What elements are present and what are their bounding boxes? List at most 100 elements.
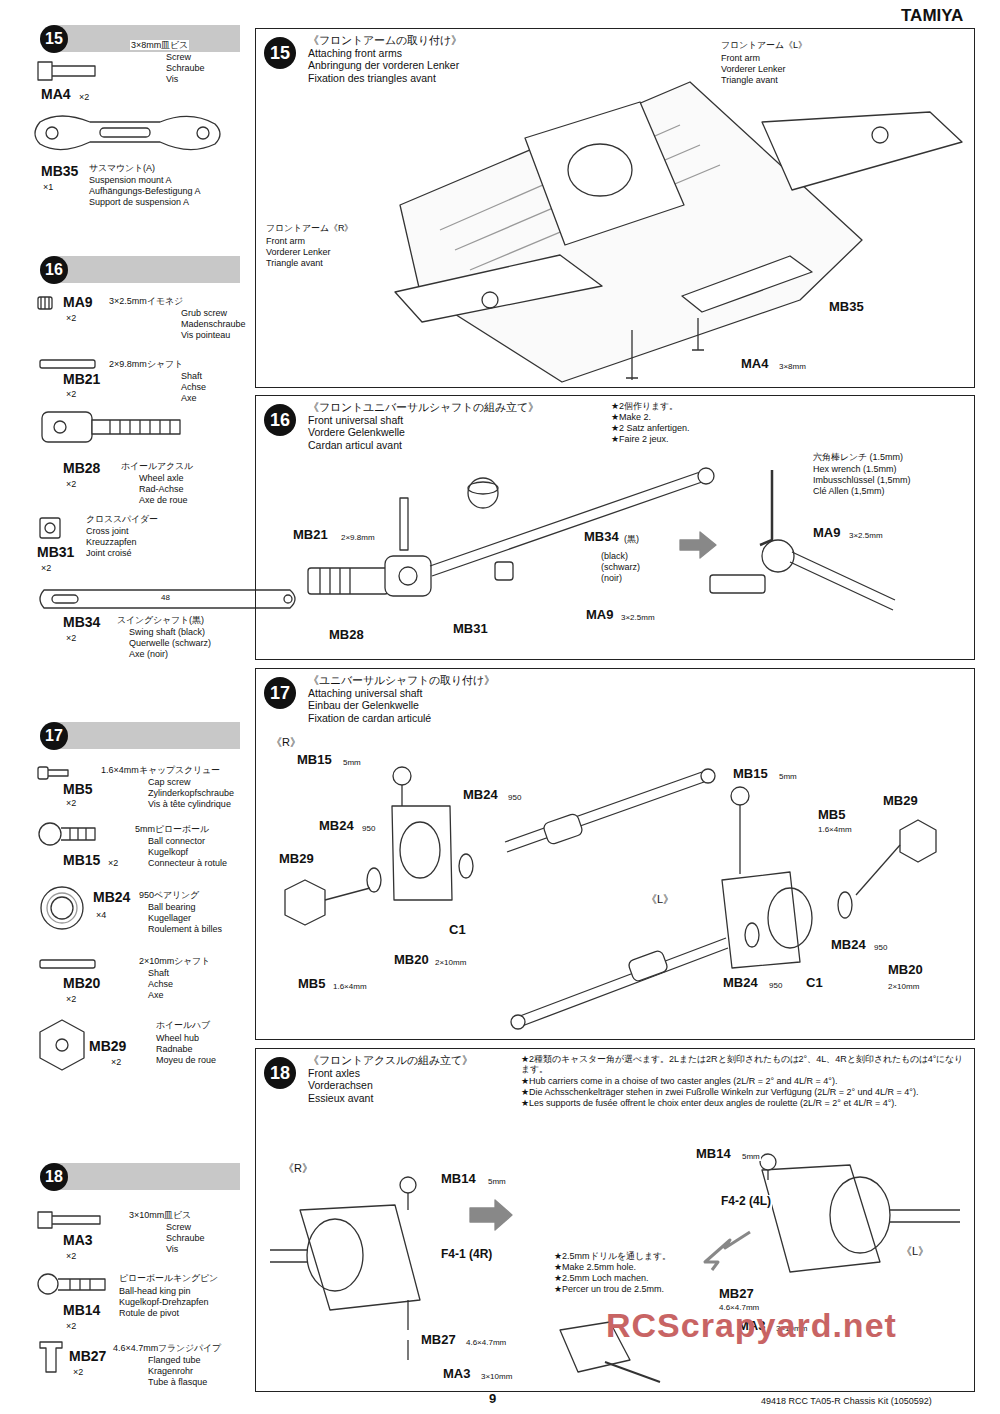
step-title-line: Fixation des triangles avant	[308, 72, 462, 85]
illustration-line	[568, 144, 632, 196]
illustration-line	[40, 1020, 84, 1070]
step-title-line: Fixation de cardan articulé	[308, 712, 495, 725]
part-code: MB21	[292, 528, 329, 543]
part-label: 3×8mm	[778, 362, 807, 371]
part-label: Madenschraube	[180, 319, 247, 329]
part-label: Tube à flasque	[147, 1377, 208, 1387]
part-label: ×4	[95, 910, 107, 920]
part-label: 《R》	[282, 1162, 314, 1175]
part-label: ×2	[65, 994, 77, 1004]
illustration-line	[270, 1250, 308, 1262]
illustration-line	[710, 575, 765, 593]
step-band: 18	[40, 1163, 240, 1190]
illustration-line	[698, 468, 714, 484]
illustration-line	[392, 806, 452, 900]
illustration-line	[284, 595, 292, 603]
part-label: Suspension mount A	[88, 175, 173, 185]
illustration-line	[52, 595, 78, 603]
illustration-line	[520, 938, 728, 1026]
illustration-line	[682, 256, 812, 312]
step-title-line: Attaching front arms	[308, 47, 462, 60]
illustration-line	[285, 880, 325, 925]
illustration-line	[40, 960, 95, 968]
illustration-line	[790, 552, 895, 610]
illustration-line	[399, 567, 417, 585]
part-code: MB15	[62, 852, 101, 868]
part-label: Front arm	[265, 236, 306, 246]
illustration-line	[525, 102, 684, 245]
part-label: ×2	[65, 1251, 77, 1261]
step-title-line: Front axles	[308, 1067, 473, 1080]
part-label: Imbusschlüssel (1,5mm)	[812, 475, 912, 485]
illustration-line	[745, 923, 759, 947]
part-label: 950	[768, 981, 783, 990]
part-code: MB31	[452, 622, 489, 637]
part-label: ホイールハブ	[155, 1020, 211, 1030]
part-code: MB5	[297, 977, 326, 992]
part-label: 5mmピローボール	[134, 824, 210, 834]
part-label: Zylinderkopfschraube	[147, 788, 235, 798]
illustration-line	[58, 1279, 105, 1290]
part-code: MB34	[62, 614, 101, 630]
part-label: Triangle avant	[720, 75, 779, 85]
part-label: Vorderer Lenker	[720, 64, 787, 74]
illustration-line	[430, 472, 702, 576]
step-title-line: 《ユニバーサルシャフトの取り付け》	[308, 674, 495, 687]
illustration-line	[307, 1219, 363, 1291]
part-label: 六角棒レンチ (1.5mm)	[812, 452, 904, 462]
part-label: Swing shaft (black)	[128, 627, 206, 637]
illustration-line	[38, 1212, 100, 1228]
illustration-line	[762, 1165, 880, 1272]
part-label: Triangle avant	[265, 258, 324, 268]
part-label: ★2.5mmドリルを通します。	[553, 1251, 672, 1261]
part-label: Kragenrohr	[147, 1366, 194, 1376]
part-label: ★Percer un trou de 2.5mm.	[553, 1284, 665, 1294]
illustration-line	[762, 112, 962, 190]
part-label: Querwelle (schwarz)	[128, 638, 212, 648]
illustration-line	[395, 255, 602, 322]
step-number: 17	[40, 722, 68, 750]
part-label: Achse	[147, 979, 174, 989]
part-label: Grub screw	[180, 308, 228, 318]
illustration-line	[459, 854, 473, 878]
part-label: Hex wrench (1.5mm)	[812, 464, 898, 474]
step-title-line: 《フロントアクスルの組み立て》	[308, 1054, 473, 1067]
part-label: 3×8mm皿ビス	[130, 40, 189, 50]
part-code: MB27	[718, 1287, 755, 1302]
illustration-line	[42, 412, 92, 442]
part-label: Wheel hub	[155, 1033, 200, 1043]
part-label: 1.6×4mmキャップスクリュー	[100, 765, 221, 775]
part-code: MA9	[812, 526, 841, 541]
part-code: MB14	[440, 1172, 477, 1187]
part-label: 950	[873, 943, 888, 952]
part-label: Moyeu de roue	[155, 1055, 217, 1065]
part-code: MB24	[462, 788, 499, 803]
illustration-line	[900, 820, 936, 862]
illustration-line	[54, 421, 66, 433]
illustration-line	[41, 887, 83, 929]
part-label: Ball-head king pin	[118, 1286, 192, 1296]
illustration-line	[40, 518, 60, 538]
part-label: 1.6×4mm	[332, 982, 368, 991]
part-label: ×2	[65, 479, 77, 489]
part-label: ×2	[65, 389, 77, 399]
part-code: MB31	[36, 544, 75, 560]
illustration-line	[400, 822, 440, 878]
part-label: ★Faire 2 jeux.	[610, 434, 670, 444]
part-label: Schraube	[165, 1233, 206, 1243]
illustration-line	[46, 127, 58, 139]
illustration-line	[495, 562, 513, 580]
part-code: MB24	[318, 819, 355, 834]
part-label: 4.6×4.7mm	[465, 1338, 507, 1347]
part-label: ★2.5mm Loch machen.	[553, 1273, 650, 1283]
part-label: Kugellager	[147, 913, 192, 923]
part-label: ★2個作ります。	[610, 401, 679, 411]
part-code: C1	[448, 923, 467, 938]
part-label: サスマウント(A)	[88, 163, 156, 173]
illustration-line	[51, 897, 73, 919]
illustration-line	[308, 568, 388, 594]
part-label: ×2	[65, 1321, 77, 1331]
part-label: Shaft	[147, 968, 170, 978]
part-label: ×2	[110, 1057, 122, 1067]
illustration-line	[401, 785, 402, 806]
